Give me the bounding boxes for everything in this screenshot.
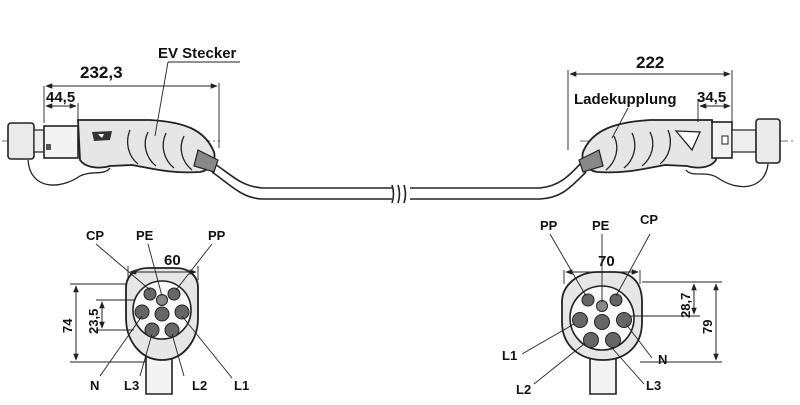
pin-label-pe: PE: [136, 228, 154, 243]
pin-label-cp: CP: [86, 228, 104, 243]
coupler-pin-label-n: N: [658, 352, 667, 367]
pin-label-l3: L3: [124, 378, 139, 393]
coupler-face-view: 70 79 28,7 PP PE CP L1 L2 N L3: [502, 212, 722, 397]
dim-coupler-face-height: 79: [700, 320, 715, 334]
ev-coupler-side-view: 222 34,5 Ladekupplung: [567, 53, 795, 188]
dim-plug-total: 232,3: [80, 63, 123, 82]
coupler-pin-label-l2: L2: [516, 382, 531, 397]
dim-plug-tip: 44,5: [46, 89, 75, 106]
pin-label-pp: PP: [208, 228, 226, 243]
dim-face-inner: 23,5: [86, 309, 101, 334]
dim-coupler-face-width: 70: [598, 253, 615, 270]
pin-label-l1: L1: [234, 378, 249, 393]
coupler-pin-label-pp: PP: [540, 218, 558, 233]
ev-plug-side-view: 232,3 44,5 EV Stecker: [2, 45, 240, 186]
dim-coupler-face-inner: 28,7: [678, 293, 693, 318]
dim-coupler-total: 222: [636, 53, 664, 72]
coupler-pin-label-cp: CP: [640, 212, 658, 227]
label-ev-stecker: EV Stecker: [158, 45, 237, 62]
dim-face-height: 74: [60, 318, 75, 333]
cable: [211, 161, 587, 204]
coupler-pin-label-pe: PE: [592, 218, 610, 233]
dim-face-width: 60: [164, 252, 181, 269]
pin-label-n: N: [90, 378, 99, 393]
label-ladekupplung: Ladekupplung: [574, 91, 677, 108]
coupler-pin-label-l3: L3: [646, 378, 661, 393]
pin-label-l2: L2: [192, 378, 207, 393]
plug-face-view: 60 74 23,5 CP PE PP N L3 L2 L1: [60, 228, 249, 395]
coupler-pin-label-l1: L1: [502, 348, 517, 363]
dim-coupler-tip: 34,5: [697, 89, 726, 106]
